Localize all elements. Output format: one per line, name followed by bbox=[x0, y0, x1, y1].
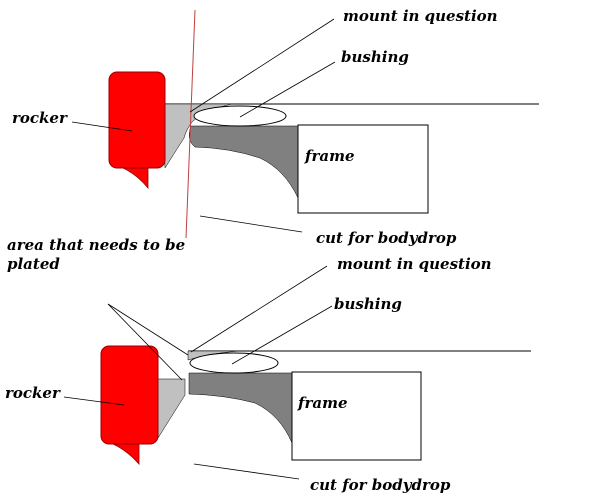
bottom-area-leader-1 bbox=[107, 303, 189, 356]
bottom-label-mount: mount in question bbox=[337, 255, 492, 273]
top-label-area-1: area that needs to be bbox=[7, 236, 185, 254]
top-label-mount: mount in question bbox=[343, 7, 498, 25]
bottom-rocker bbox=[100, 345, 159, 445]
top-mount-leader bbox=[189, 18, 335, 113]
top-panel: mount in question bushing rocker frame c… bbox=[7, 7, 539, 273]
top-bushing bbox=[193, 105, 287, 127]
top-cut-red-line bbox=[185, 9, 196, 239]
bottom-mount-leader bbox=[190, 265, 328, 353]
bottom-frame-box bbox=[291, 371, 422, 461]
bottom-label-bushing: bushing bbox=[334, 295, 402, 313]
bottom-frame-bracket bbox=[188, 372, 293, 444]
bottom-rocker-leader bbox=[63, 396, 125, 406]
top-label-cut: cut for bodydrop bbox=[316, 229, 457, 247]
bottom-bushing-leader bbox=[231, 305, 333, 365]
bottom-area-leader-2 bbox=[107, 303, 183, 381]
top-label-frame: frame bbox=[304, 147, 355, 165]
top-cut-leader bbox=[199, 215, 303, 233]
top-bushing-leader bbox=[239, 61, 336, 118]
top-rocker-leader bbox=[71, 121, 133, 132]
bottom-label-cut: cut for bodydrop bbox=[310, 476, 451, 494]
bottom-panel: mount in question bushing rocker frame c… bbox=[5, 255, 531, 494]
top-frame-box bbox=[297, 124, 429, 214]
top-label-rocker: rocker bbox=[12, 109, 68, 127]
bottom-label-rocker: rocker bbox=[5, 384, 61, 402]
top-rocker bbox=[108, 71, 166, 169]
top-label-area-2: plated bbox=[7, 255, 60, 273]
bottom-label-frame: frame bbox=[297, 394, 348, 412]
top-label-bushing: bushing bbox=[341, 48, 409, 66]
bottom-mount-lower bbox=[156, 378, 186, 439]
bottom-cut-leader bbox=[193, 463, 300, 480]
top-frame-bracket bbox=[188, 125, 299, 199]
